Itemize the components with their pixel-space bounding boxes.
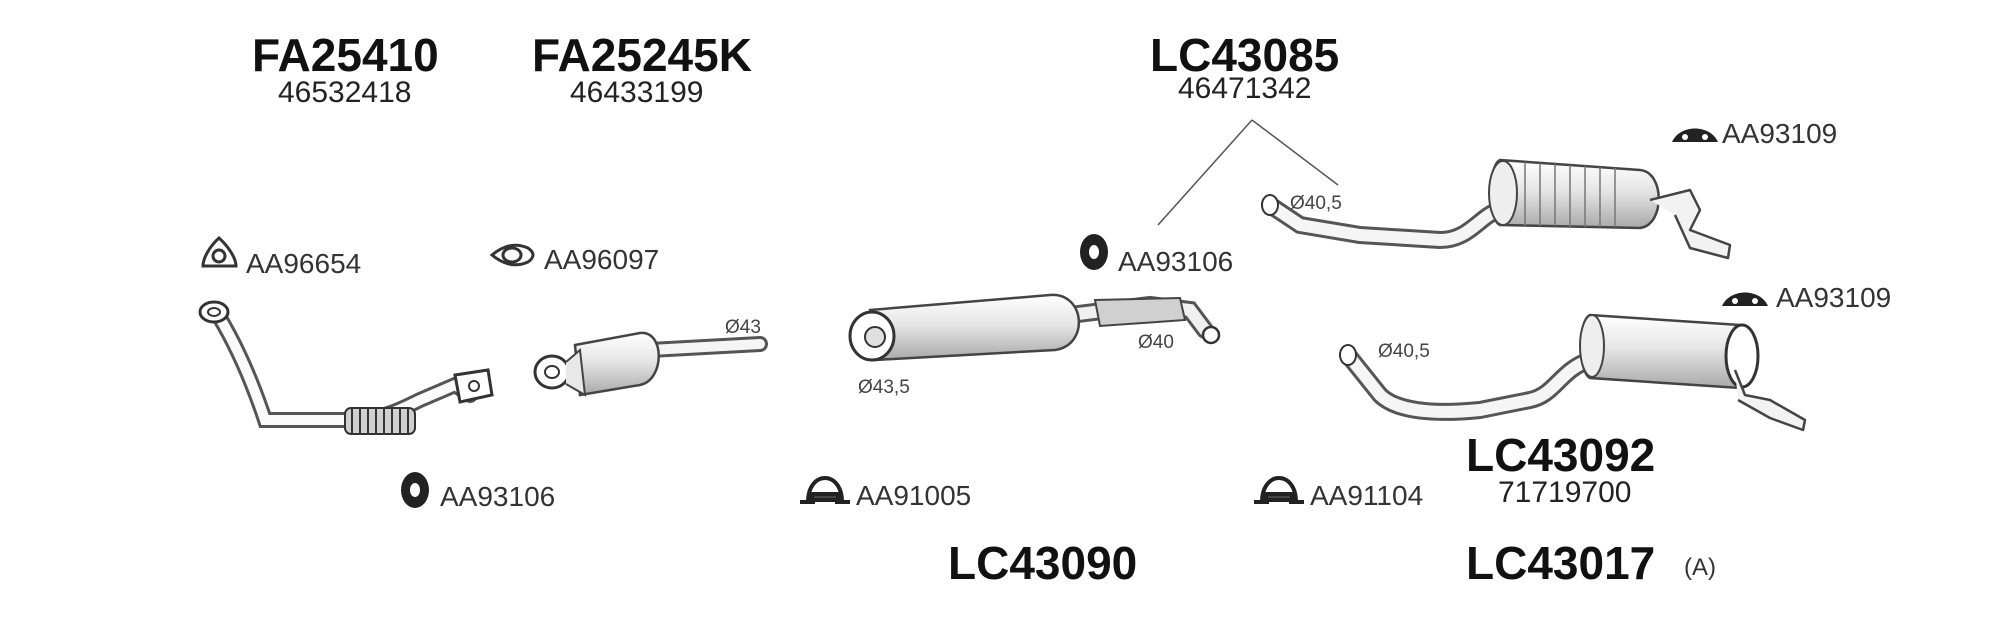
oem-number-fa25245k: 46433199 <box>570 76 704 109</box>
part-number-fa25410: FA25410 <box>252 29 439 81</box>
flex-bellows <box>344 407 416 435</box>
dimension-label: Ø43,5 <box>858 377 910 398</box>
variant-suffix-lc43017: (A) <box>1684 554 1716 581</box>
dimension-label: Ø40,5 <box>1290 193 1342 214</box>
accessory-label-aa96097: AA96097 <box>544 244 660 275</box>
hanger-icon <box>1672 128 1718 142</box>
part-number-lc43085: LC43085 <box>1150 29 1340 81</box>
rubber-mount-icon <box>1080 234 1108 270</box>
accessory-label-aa91005: AA91005 <box>856 480 972 511</box>
accessory-label-aa93109: AA93109 <box>1722 118 1838 149</box>
accessory-label-aa91104: AA91104 <box>1310 480 1424 511</box>
clamp-icon <box>800 476 850 504</box>
rear-silencer-lower <box>1339 313 1807 432</box>
oem-number-lc43085: 46471342 <box>1178 72 1312 105</box>
front-pipe <box>198 300 494 435</box>
flange-gasket-icon <box>201 235 238 268</box>
catalytic-converter <box>533 331 768 397</box>
middle-silencer <box>848 293 1221 362</box>
clamp-icon <box>1254 476 1304 504</box>
part-number-lc43017: LC43017 <box>1466 537 1656 589</box>
dimension-label: Ø43 <box>725 317 761 338</box>
accessory-label-aa93109: AA93109 <box>1776 282 1892 313</box>
part-number-lc43092: LC43092 <box>1466 429 1656 481</box>
leader-lines <box>1157 119 1339 226</box>
hanger-icon <box>1722 292 1768 306</box>
rubber-mount-icon <box>401 472 429 508</box>
oem-number-fa25410: 46532418 <box>278 76 412 109</box>
accessory-label-aa93106: AA93106 <box>1118 246 1234 277</box>
part-number-lc43090: LC43090 <box>948 537 1138 589</box>
oval-gasket-icon <box>489 243 535 267</box>
dimension-label: Ø40 <box>1138 332 1174 353</box>
rear-silencer-upper <box>1261 158 1732 260</box>
oem-number-lc43092: 71719700 <box>1498 476 1632 509</box>
accessory-label-aa93106: AA93106 <box>440 481 556 512</box>
accessory-label-aa96654: AA96654 <box>246 248 362 279</box>
dimension-label: Ø40,5 <box>1378 341 1430 362</box>
part-number-fa25245k: FA25245K <box>532 29 752 81</box>
